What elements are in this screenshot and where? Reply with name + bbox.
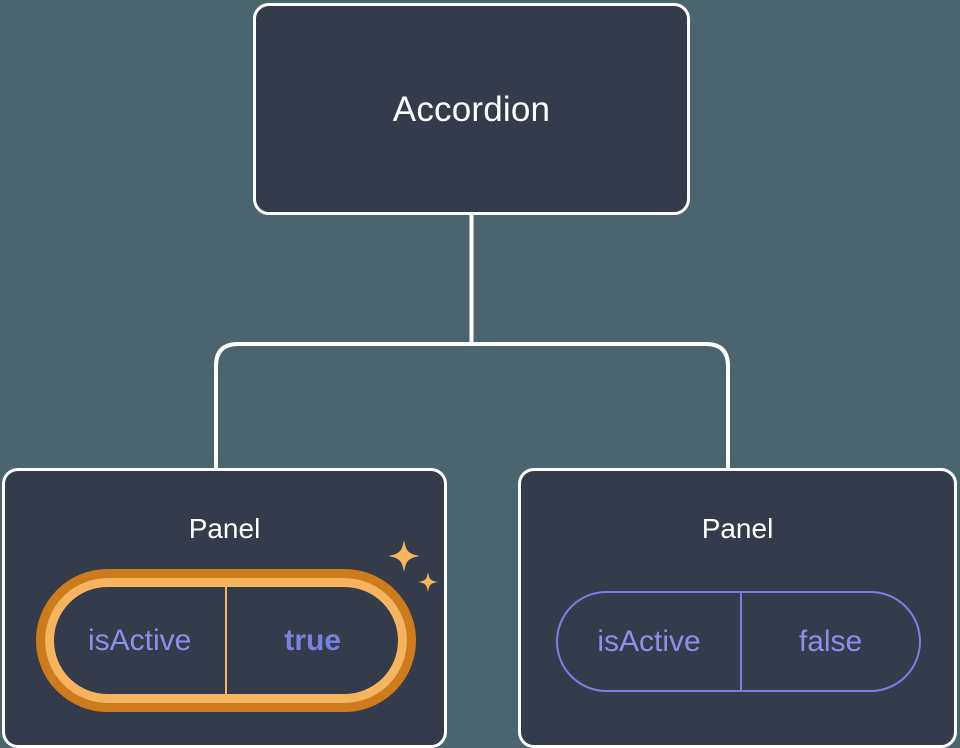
prop-pill-key-cell: isActive	[54, 587, 228, 694]
prop-pill-value-cell: true	[227, 587, 398, 694]
prop-pill-value-label: true	[284, 623, 342, 657]
node-accordion-label: Accordion	[392, 89, 551, 129]
prop-pill-isactive-false[interactable]: isActive false	[556, 591, 921, 692]
node-panel-left-label: Panel	[188, 513, 261, 544]
prop-pill-value-label: false	[798, 624, 863, 658]
prop-pill-key-label: isActive	[597, 624, 701, 658]
prop-pill-value-cell: false	[742, 593, 919, 690]
node-accordion[interactable]: Accordion	[253, 3, 690, 215]
prop-pill-key-label: isActive	[88, 623, 192, 657]
prop-pill-inner-ring: isActive true	[45, 578, 407, 703]
prop-pill-isactive-true[interactable]: isActive true	[36, 569, 416, 712]
node-panel-right-label: Panel	[701, 513, 774, 544]
connector-branch-bar	[214, 342, 730, 470]
prop-pill-key-cell: isActive	[558, 593, 743, 690]
